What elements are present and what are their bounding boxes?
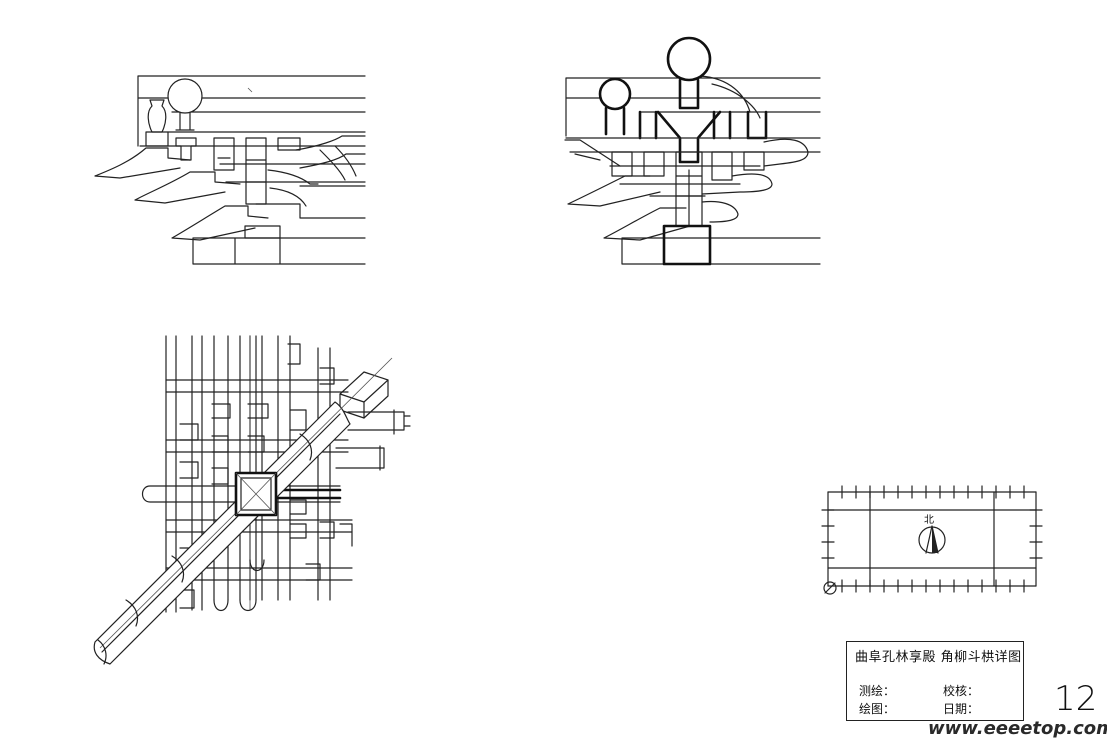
proofread-label: 校核： [943, 684, 980, 698]
bracket-elevation-corner [564, 36, 821, 266]
drawn-label: 绘图： [859, 702, 896, 716]
north-arrow-icon [918, 525, 946, 554]
page-number: 12 [1054, 679, 1098, 719]
north-label: 北 [924, 515, 934, 526]
bracket-plan-view [93, 335, 411, 665]
drawing-title: 曲阜孔林享殿 角柳斗栱详图 [855, 650, 1022, 665]
date-label: 日期： [943, 702, 980, 716]
bracket-elevation-side [94, 75, 366, 265]
title-block: 曲阜孔林享殿 角柳斗栱详图 测绘： 校核： 绘图： 日期： [846, 641, 1024, 721]
measured-label: 测绘： [859, 684, 896, 698]
grid-ticks [821, 485, 1043, 593]
watermark: www.eeeetop.com [928, 718, 1107, 739]
key-plan [821, 485, 1043, 595]
